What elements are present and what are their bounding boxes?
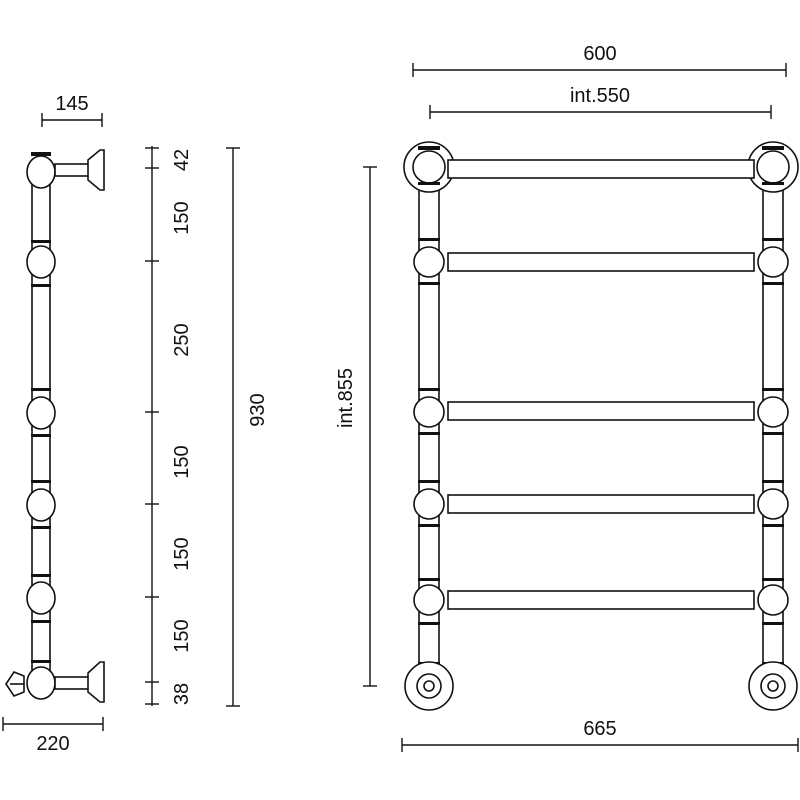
- dim-internal-width: int.550: [429, 85, 772, 119]
- bottom-wall-bracket: [5, 661, 105, 703]
- side-collars: [26, 152, 56, 700]
- label-seg-150d: 150: [171, 619, 193, 652]
- dim-total-height: 930: [226, 147, 269, 707]
- dim-internal-height: int.855: [335, 166, 377, 687]
- label-seg-150a: 150: [171, 201, 193, 234]
- label-seg-42: 42: [171, 149, 193, 171]
- left-upright: [403, 141, 455, 711]
- label-int-550: int.550: [570, 85, 630, 107]
- label-int-855: int.855: [335, 368, 357, 428]
- label-seg-250: 250: [171, 323, 193, 356]
- rails: [447, 159, 755, 610]
- label-seg-150b: 150: [171, 445, 193, 478]
- label-665: 665: [583, 718, 616, 740]
- label-145: 145: [55, 93, 88, 115]
- label-600: 600: [583, 43, 616, 65]
- front-view: 600 int.550 int.855: [335, 43, 799, 752]
- label-seg-150c: 150: [171, 537, 193, 570]
- side-view: 145: [2, 93, 269, 755]
- dim-overall-width: 600: [412, 43, 787, 77]
- label-220: 220: [36, 733, 69, 755]
- right-upright: [747, 141, 799, 711]
- dim-base-width: 665: [401, 718, 799, 752]
- label-930: 930: [247, 393, 269, 426]
- dim-segment-chain: 42 150 250 150 150 150 38: [145, 146, 193, 706]
- dim-bracket-depth: 145: [41, 93, 103, 127]
- top-wall-bracket: [54, 149, 105, 191]
- label-seg-38: 38: [171, 683, 193, 705]
- dim-overall-depth: 220: [2, 717, 104, 755]
